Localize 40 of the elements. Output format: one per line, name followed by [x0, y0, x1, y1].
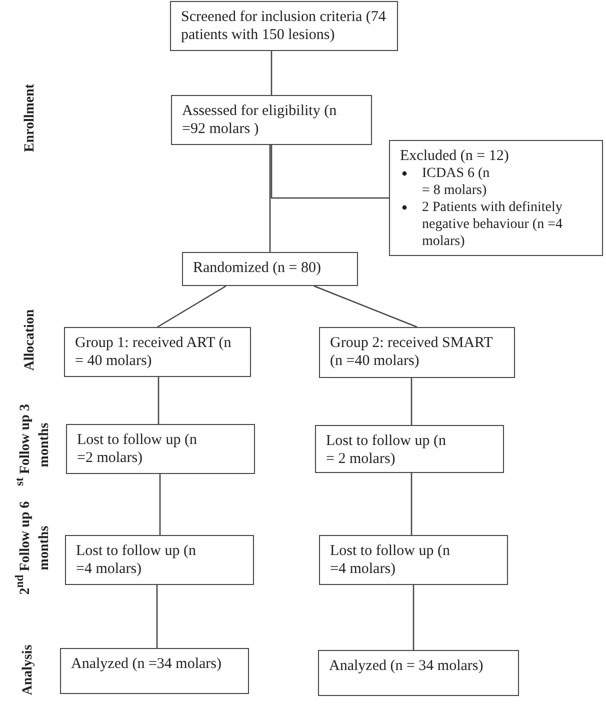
connector-line — [410, 473, 412, 535]
process-box — [171, 95, 372, 145]
process-box — [60, 648, 249, 694]
connector-line — [412, 585, 414, 650]
box-text: Screened for inclusion criteria (74 patients with 150 lesions) — [181, 8, 387, 44]
connector-line — [270, 51, 272, 95]
process-box — [65, 535, 254, 585]
connector-line — [410, 378, 412, 425]
process-box — [182, 252, 358, 286]
process-box — [318, 650, 519, 696]
process-box — [389, 140, 603, 256]
process-box — [319, 535, 508, 585]
box-text: Lost to follow up (n =4 molars) — [330, 542, 451, 578]
box-text: Analyzed (n =34 molars) — [71, 655, 222, 673]
box-text: Lost to follow up (n =2 molars) — [77, 431, 198, 467]
box-text: Analyzed (n = 34 molars) — [329, 657, 484, 675]
box-text: Randomized (n = 80) — [193, 259, 322, 277]
process-box — [64, 327, 251, 377]
phase-label: Allocation — [22, 308, 38, 373]
box-text: Group 1: received ART (n = 40 molars) — [75, 334, 232, 370]
connector-line — [270, 145, 389, 199]
process-box — [66, 424, 255, 474]
bullet-text: ICDAS 6 (n = 8 molars) — [422, 165, 491, 199]
box-text: Lost to follow up (n =4 molars) — [76, 542, 197, 578]
bullet-text: 2 Patients with definitely negative behaviour (n =4 molars) — [422, 199, 564, 250]
phase-label: Analysis — [20, 644, 36, 698]
process-box — [319, 327, 515, 378]
connector-line — [314, 285, 418, 328]
box-text: Excluded (n = 12) — [400, 147, 510, 165]
connector-line — [156, 585, 158, 648]
connector-line — [269, 145, 271, 252]
connector-line — [158, 377, 160, 424]
phase-label: Enrollment — [22, 82, 38, 154]
process-box — [315, 425, 504, 473]
box-text: Assessed for eligibility (n =92 molars ) — [182, 102, 338, 138]
box-text: Group 2: received SMART (n =40 molars) — [330, 334, 494, 370]
connector-line — [157, 285, 226, 328]
connector-line — [159, 474, 161, 535]
process-box — [170, 1, 398, 51]
box-text: Lost to follow up (n = 2 molars) — [326, 432, 447, 468]
